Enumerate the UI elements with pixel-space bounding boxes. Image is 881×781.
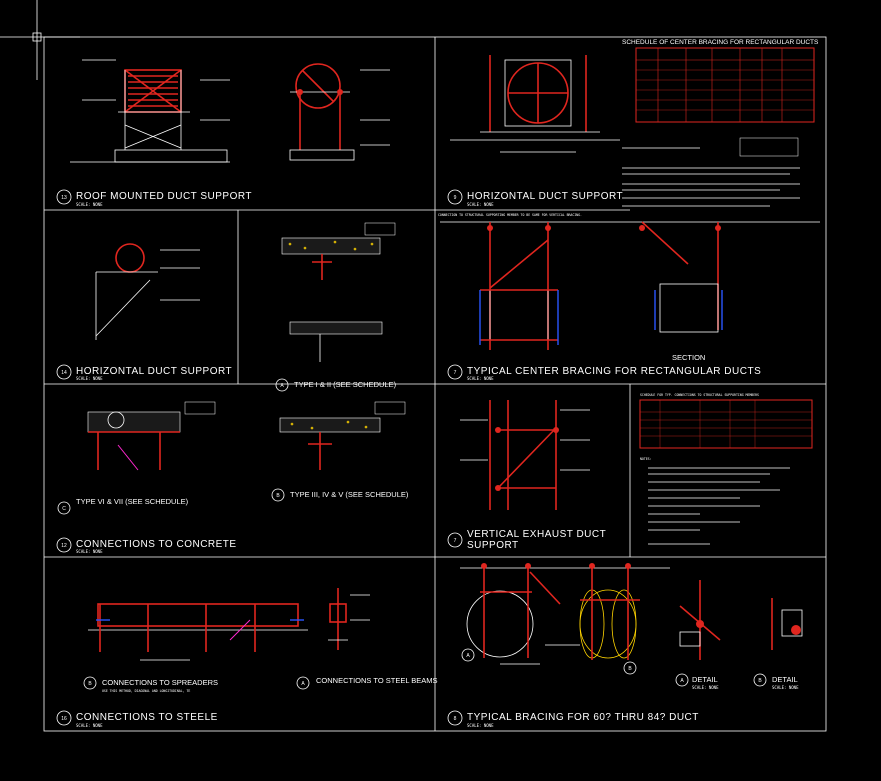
- subdetail-bubble: [275, 378, 289, 392]
- detail-title: VERTICAL EXHAUST DUCT: [467, 529, 606, 540]
- schedule-title: SCHEDULE OF CENTER BRACING FOR RECTANGUL…: [622, 39, 819, 46]
- detail-scale: SCALE: NONE: [467, 723, 494, 728]
- detail-vertical-exhaust-duct: [460, 400, 590, 510]
- subdetail-mark: B: [276, 493, 280, 499]
- subdetail-bubble: [271, 488, 285, 502]
- connections-schedule: SCHEDULE FOR TYP. CONNECTIONS TO STRUCTU…: [639, 393, 813, 545]
- detail-scale: SCALE: NONE: [76, 549, 103, 554]
- detail-scale: SCALE: NONE: [467, 376, 494, 381]
- detail-number: 7: [454, 538, 457, 544]
- detail-title: ROOF MOUNTED DUCT SUPPORT: [76, 191, 252, 202]
- subdetail-mark: A: [280, 383, 284, 389]
- detail-number: 8: [454, 716, 457, 722]
- center-bracing-schedule: SCHEDULE OF CENTER BRACING FOR RECTANGUL…: [622, 39, 819, 207]
- sheet-frame: [43, 36, 827, 732]
- detail-type-3-4-5: [279, 401, 406, 470]
- callout-mark-a: A: [466, 653, 470, 659]
- subdetail-bubble: [83, 676, 97, 690]
- detail-scale: SCALE: NONE: [76, 376, 103, 381]
- subdetail-title: TYPE I & II (SEE SCHEDULE): [294, 380, 397, 389]
- detail-callout-bubble: [56, 189, 72, 205]
- detail-horizontal-duct-support-b: [95, 243, 200, 340]
- crosshair-cursor: [0, 0, 80, 80]
- callout-mark-b: B: [628, 666, 632, 672]
- detail-type-1-2: [281, 222, 396, 362]
- subdetail-bubble: [296, 676, 310, 690]
- detail-title: TYPICAL BRACING FOR 60? THRU 84? DUCT: [467, 712, 699, 723]
- subdetail-bubble: [753, 673, 767, 687]
- detail-number: 9: [454, 195, 457, 201]
- detail-a-connection: [679, 580, 721, 660]
- detail-scale: SCALE: NONE: [467, 202, 494, 207]
- detail-number: 14: [61, 370, 67, 376]
- detail-type-6-7: [87, 401, 216, 471]
- subdetail-scale: SCALE: NONE: [772, 685, 799, 690]
- detail-title: HORIZONTAL DUCT SUPPORT: [76, 366, 232, 377]
- schedule2-title: SCHEDULE FOR TYP. CONNECTIONS TO STRUCTU…: [640, 393, 759, 397]
- subdetail-bubble: [675, 673, 689, 687]
- connection-note: CONNECTION TO STRUCTURAL SUPPORTING MEMB…: [438, 213, 582, 217]
- notes-heading: NOTES:: [640, 457, 652, 461]
- detail-title: CONNECTIONS TO STEELE: [76, 712, 218, 723]
- detail-title: CONNECTIONS TO CONCRETE: [76, 539, 237, 550]
- detail-title-line2: SUPPORT: [467, 540, 519, 551]
- detail-number: 7: [454, 370, 457, 376]
- subdetail-note: USE THIS METHOD, DIAGONAL AND LONGITUDIN…: [102, 689, 190, 693]
- subdetail-title: TYPE VI & VII (SEE SCHEDULE): [76, 497, 189, 506]
- subdetail-mark: C: [62, 506, 66, 512]
- detail-callout-bubble: [56, 364, 72, 380]
- subdetail-title: DETAIL: [772, 675, 798, 684]
- detail-scale: SCALE: NONE: [76, 202, 103, 207]
- subdetail-mark: B: [758, 678, 762, 684]
- subdetail-mark: A: [301, 681, 305, 687]
- detail-connections-to-steel-beams: [328, 588, 370, 650]
- subdetail-mark: A: [680, 678, 684, 684]
- detail-callout-bubble: [447, 364, 463, 380]
- detail-callout-bubble: [447, 189, 463, 205]
- detail-callout-bubble: [56, 537, 72, 553]
- detail-number: 13: [61, 195, 67, 201]
- detail-bracing-60-84-duct: A B: [460, 563, 670, 675]
- subdetail-title: CONNECTIONS TO SPREADERS: [102, 678, 218, 687]
- subdetail-title: CONNECTIONS TO STEEL BEAMS: [316, 676, 438, 685]
- detail-title: TYPICAL CENTER BRACING FOR RECTANGULAR D…: [467, 366, 761, 377]
- subdetail-mark: B: [88, 681, 92, 687]
- detail-number: 12: [61, 543, 67, 549]
- subdetail-title: DETAIL: [692, 675, 718, 684]
- subdetail-scale: SCALE: NONE: [692, 685, 719, 690]
- detail-callout-bubble: [447, 532, 463, 548]
- detail-horizontal-duct-support-a: [450, 55, 620, 153]
- detail-b-connection: [771, 598, 803, 650]
- subdetail-title: TYPE III, IV & V (SEE SCHEDULE): [290, 490, 409, 499]
- detail-scale: SCALE: NONE: [76, 723, 103, 728]
- detail-center-bracing: SECTION CONNECTION TO STRUCTURAL SUPPORT…: [438, 213, 820, 362]
- subdetail-bubble: [57, 501, 71, 515]
- section-label: SECTION: [672, 353, 705, 362]
- detail-roof-mounted-duct-support: [70, 59, 390, 163]
- detail-number: 16: [61, 716, 67, 722]
- detail-connections-to-spreaders: [88, 603, 308, 661]
- detail-callout-bubble: [447, 710, 463, 726]
- detail-title: HORIZONTAL DUCT SUPPORT: [467, 191, 623, 202]
- detail-callout-bubble: [56, 710, 72, 726]
